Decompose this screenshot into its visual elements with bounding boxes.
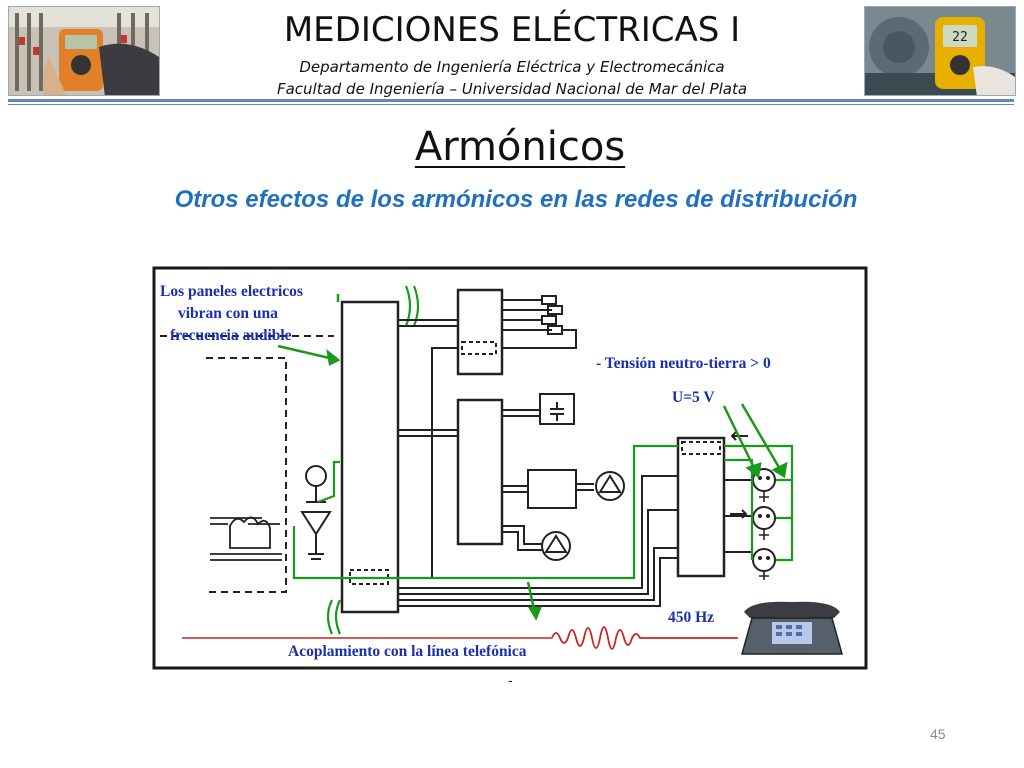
motor-symbol-2 — [541, 531, 571, 561]
page-number: 45 — [930, 726, 946, 742]
multimeter-motor-photo-icon: 22 — [865, 7, 1015, 95]
vibration-marks-top — [404, 285, 420, 327]
harmonics-distribution-diagram: Los paneles electricos vibran con una fr… — [152, 266, 868, 670]
feeder-lines — [398, 475, 678, 607]
header-rule — [8, 99, 1014, 102]
multimeter-hand-photo-icon — [9, 7, 159, 95]
transformer-symbol — [300, 465, 332, 560]
label-panels-line1: Los paneles electricos — [160, 283, 303, 300]
subpanel-right — [676, 436, 726, 578]
dashed-enclosure — [160, 335, 334, 593]
label-phone-coupling: Acoplamiento con la línea telefónica — [288, 643, 527, 660]
course-title: MEDICIONES ELÉCTRICAS I — [283, 10, 741, 50]
capacitor-box — [539, 393, 575, 425]
subpanel-middle — [456, 398, 504, 546]
department-line: Departamento de Ingeniería Eléctrica y E… — [299, 58, 725, 76]
slide-dash: - — [508, 672, 513, 688]
telephone-icon — [741, 601, 843, 655]
harmonic-wave — [551, 626, 738, 650]
ground-wires — [292, 444, 794, 580]
label-panels-line3: frecuencia audible — [170, 327, 292, 344]
label-frequency: 450 Hz — [668, 609, 714, 626]
header-rule-thin — [8, 104, 1014, 105]
main-panel — [340, 300, 400, 614]
subpanel-top — [456, 288, 504, 376]
label-panels-line2: vibran con una — [178, 305, 278, 322]
header-photo-right: 22 — [864, 6, 1016, 96]
motor-symbol-1 — [595, 471, 625, 501]
slide-subtitle: Otros efectos de los armónicos en las re… — [174, 186, 858, 213]
vibration-marks-bottom — [326, 599, 342, 635]
meter-readout: 22 — [952, 30, 968, 45]
label-voltage: U=5 V — [672, 389, 715, 406]
label-tension: - Tensión neutro-tierra > 0 — [596, 355, 771, 372]
annotation-arrows — [277, 294, 788, 621]
slide-title: Armónicos — [414, 124, 626, 170]
header-photo-left — [8, 6, 160, 96]
outlets — [752, 468, 776, 572]
left-equipment — [210, 516, 282, 561]
faculty-line: Facultad de Ingeniería – Universidad Nac… — [276, 80, 748, 98]
